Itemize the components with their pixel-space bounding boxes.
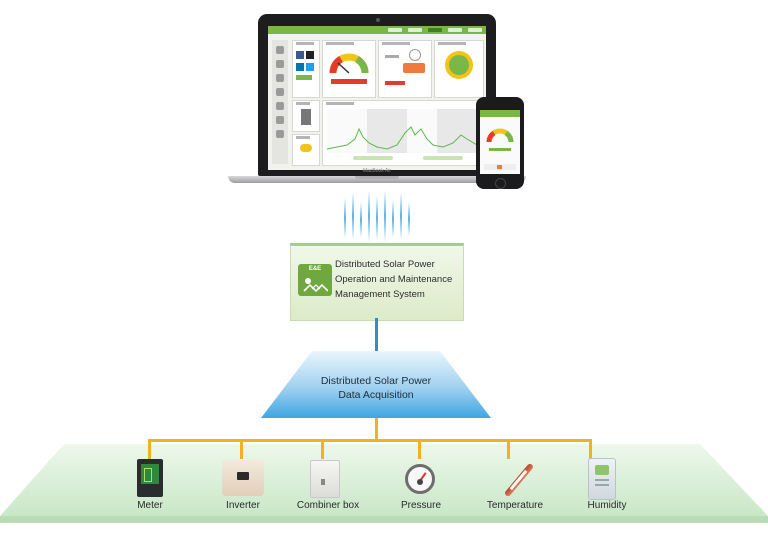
budget-panel (378, 40, 432, 98)
phone-screen (480, 110, 520, 174)
dashboard-nav (388, 28, 482, 32)
management-system-line-3: Management System (335, 289, 425, 300)
bus-drop-pressure (418, 439, 421, 459)
energy-chart-panel (322, 100, 484, 166)
bus-line (148, 439, 592, 442)
humidity-sensor-icon (588, 458, 616, 500)
meter-icon (137, 459, 163, 497)
bus-line-down (375, 418, 378, 440)
device-label-temperature: Temperature (486, 500, 544, 511)
laptop-camera (376, 18, 380, 22)
laptop-model-label: MacBook Air (362, 168, 392, 174)
thermometer-icon (498, 462, 538, 498)
dashboard-sidebar (272, 40, 288, 164)
solar-logo-icon: E&E (298, 264, 332, 296)
connector-line (375, 318, 378, 351)
bus-drop-humidity (589, 439, 592, 459)
bus-drop-inverter (240, 439, 243, 459)
device-label-humidity: Humidity (587, 500, 627, 511)
phone-app-bar (480, 110, 520, 117)
device-panel (292, 100, 320, 132)
bus-drop-meter (148, 439, 151, 459)
dashboard-header (268, 26, 486, 34)
field-platform (0, 444, 768, 523)
wireless-link (340, 188, 416, 244)
bus-drop-temperature (507, 439, 510, 459)
device-label-combiner-box: Combiner box (296, 500, 360, 511)
laptop-base (228, 176, 526, 183)
data-acquisition-line-1: Distributed Solar Power (320, 375, 432, 387)
combiner-box-icon (310, 460, 340, 498)
device-label-meter: Meter (137, 500, 163, 511)
laptop-notch (355, 176, 399, 179)
device-label-inverter: Inverter (226, 500, 260, 511)
gauge-icon (329, 53, 369, 74)
savings-panel (434, 40, 484, 98)
dashboard-screen (268, 26, 486, 170)
weather-panel (292, 134, 320, 166)
management-system-line-2: Operation and Maintenance (335, 274, 453, 285)
data-acquisition-title: Distributed Solar Power Data Acquisition (296, 374, 456, 402)
device-label-pressure: Pressure (400, 500, 441, 511)
pressure-gauge-icon (405, 464, 435, 494)
management-system-title: Distributed Solar Power Operation and Ma… (335, 257, 465, 302)
phone-home-button (495, 178, 506, 189)
phone-gauge-icon (486, 128, 514, 143)
data-acquisition-block (261, 351, 491, 418)
energy-chart-icon (327, 109, 477, 153)
inverter-icon (222, 460, 264, 496)
power-gauge-panel (322, 40, 376, 98)
management-system-line-1: Distributed Solar Power (335, 259, 435, 270)
bus-drop-combiner (321, 439, 324, 459)
social-panel (292, 40, 320, 98)
data-acquisition-line-2: Data Acquisition (338, 389, 414, 401)
